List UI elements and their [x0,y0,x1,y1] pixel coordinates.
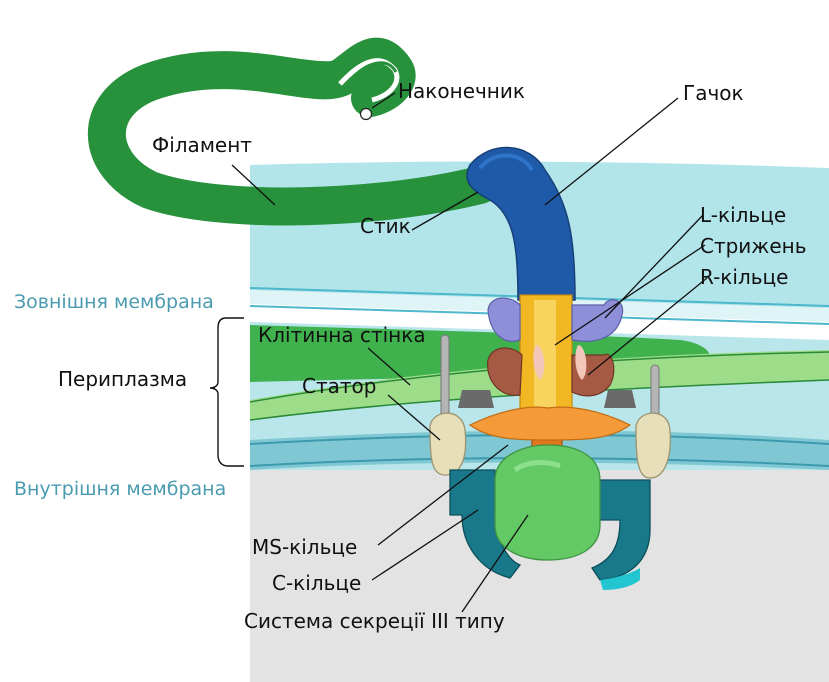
label-r-ring: R-кільце [700,265,788,289]
label-c-ring: С-кільце [272,571,361,595]
label-ms-ring: MS-кільце [252,535,357,559]
label-periplasm: Периплазма [58,367,187,391]
label-stator: Статор [302,374,376,398]
periplasm-bracket [210,318,244,466]
label-outer-membrane: Зовнішня мембрана [14,291,214,313]
filament-tip [361,109,372,120]
label-t3ss: Система секреції III типу [244,609,505,633]
label-l-ring: L-кільце [700,203,786,227]
label-inner-membrane: Внутрішня мембрана [14,478,226,500]
label-cell-wall: Клітинна стінка [258,323,426,347]
label-junction: Стик [360,214,411,238]
label-filament: Філамент [152,133,252,157]
c-ring [495,445,600,560]
label-hook: Гачок [683,81,744,105]
label-rod: Стрижень [700,234,807,258]
label-tip: Наконечник [398,79,525,103]
